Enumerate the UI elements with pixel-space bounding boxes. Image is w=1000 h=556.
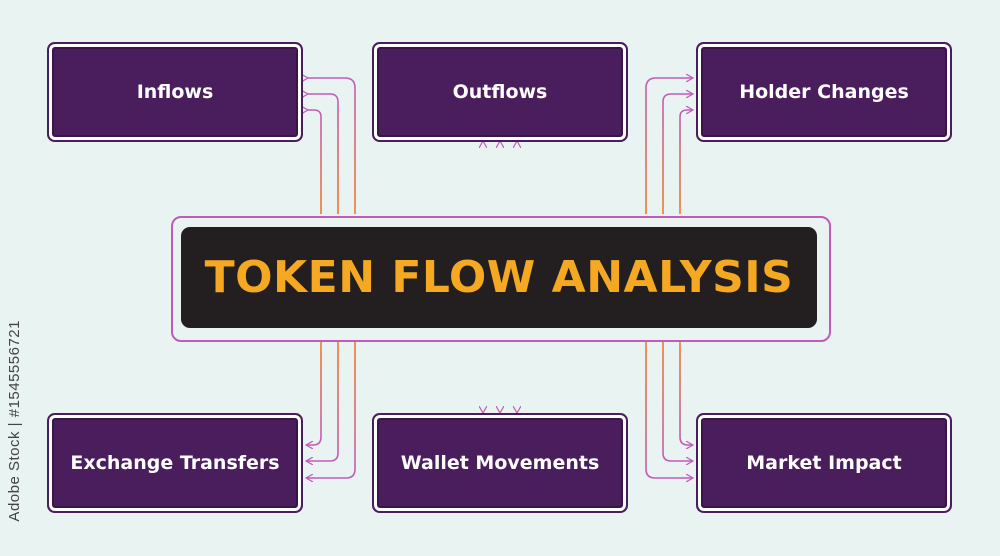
- stock-watermark: Adobe Stock | #1545556721: [6, 320, 23, 522]
- node-holder-changes: Holder Changes: [701, 47, 947, 137]
- connector-outflows: [483, 142, 517, 214]
- node-exchange-transfers: Exchange Transfers: [52, 418, 298, 508]
- connector-inflows: [307, 78, 356, 214]
- diagram-title: TOKEN FLOW ANALYSIS: [181, 227, 817, 328]
- node-outflows: Outflows: [377, 47, 623, 137]
- connector-holder-changes: [645, 78, 692, 214]
- connector-wallet-movements: [483, 341, 517, 412]
- node-wallet-movements: Wallet Movements: [377, 418, 623, 508]
- connector-exchange-transfers: [307, 341, 356, 478]
- connector-market-impact: [645, 341, 692, 478]
- node-market-impact: Market Impact: [701, 418, 947, 508]
- node-inflows: Inflows: [52, 47, 298, 137]
